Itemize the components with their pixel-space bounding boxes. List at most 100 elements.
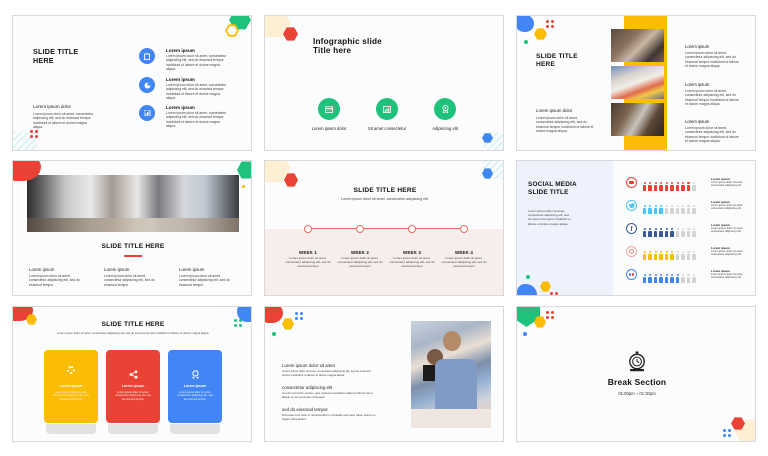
pie-chart-icon	[139, 77, 155, 93]
feature-card-2[interactable]: Lorem ipsum Lorem ipsum dolor sit amet, …	[106, 350, 160, 423]
stopwatch-icon	[627, 351, 647, 373]
slide-body: Lorem ipsum dolor sit amet, consectetur …	[536, 116, 594, 134]
social-row-instagram: Lorem ipsum Lorem ipsum dolor sit amet, …	[626, 246, 746, 260]
red-dots-decoration	[546, 311, 554, 319]
break-time: 01:00pm ~ 01:30pm	[618, 391, 656, 396]
person-icon	[681, 182, 686, 191]
slide-thumbnail-4[interactable]: SLIDE TITLE HERE Lorem ipsum Lorem ipsum…	[12, 160, 252, 296]
row-heading: Lorem ipsum	[711, 269, 730, 273]
blue-blob-decoration	[517, 16, 534, 32]
slide-subtitle: Lorem ipsum dolor	[536, 108, 573, 113]
card-text: Lorem ipsum dolor sit amet, consectetur …	[177, 391, 213, 401]
stripes-decoration	[483, 132, 503, 150]
item-heading: Lorem ipsum	[166, 105, 195, 110]
card-heading: Lorem ipsum	[59, 384, 83, 388]
column-text: Lorem ipsum dolor sit amet, consectetur …	[179, 274, 230, 287]
item-heading: Lorem ipsum	[166, 48, 195, 53]
timeline-line	[308, 228, 464, 230]
row-heading: Lorem ipsum	[711, 177, 730, 181]
person-icon	[686, 228, 691, 237]
yellow-hexagon-decoration	[282, 318, 294, 330]
slide-thumbnail-5[interactable]: SLIDE TITLE HERE Lorem ipsum dolor sit a…	[264, 160, 504, 296]
share-icon	[129, 366, 138, 379]
item-text: Lorem ipsum dolor sit amet, consectetur …	[685, 51, 739, 69]
slide-thumbnail-9[interactable]: Break Section 01:00pm ~ 01:30pm	[516, 306, 756, 442]
slide-thumbnail-8[interactable]: Lorem ipsum dolor sit amet Lorem ipsum d…	[264, 306, 504, 442]
red-hexagon-decoration	[731, 417, 745, 430]
person-icon	[664, 251, 669, 260]
column-heading: Lorem ipsum	[104, 267, 130, 272]
person-icon	[675, 251, 680, 260]
card-shadow	[170, 424, 220, 434]
social-row-youtube: Lorem ipsum Lorem ipsum dolor sit amet, …	[626, 177, 746, 191]
instagram-icon	[626, 246, 637, 257]
person-icon	[670, 274, 675, 283]
blue-dot-decoration	[523, 332, 527, 336]
person-icon	[648, 251, 653, 260]
column-text: Lorem ipsum dolor sit amet, consectetur …	[104, 274, 155, 287]
row-heading: Lorem ipsum	[711, 200, 730, 204]
person-icon	[659, 251, 664, 260]
person-icon	[643, 182, 647, 191]
slide-body: Lorem ipsum dolor sit amet, consectetur …	[528, 209, 571, 226]
social-row-facebook: f Lorem ipsum Lorem ipsum dolor sit amet…	[626, 223, 746, 237]
facebook-icon: f	[626, 223, 637, 234]
person-icon	[643, 274, 647, 283]
red-dots-decoration	[550, 292, 558, 295]
team-photo-2	[611, 66, 664, 99]
feature-card-3[interactable]: Lorem ipsum Lorem ipsum dolor sit amet, …	[168, 350, 222, 423]
blue-dots-decoration	[295, 312, 303, 320]
person-icon	[659, 274, 664, 283]
slide-title: SLIDE TITLE HERE	[101, 321, 165, 328]
timeline-node-1	[304, 224, 312, 233]
yellow-hexagon-decoration	[534, 316, 546, 328]
stripes-decoration	[483, 161, 503, 179]
week-label: WEEK 3	[402, 250, 422, 255]
person-icon	[653, 205, 658, 214]
person-icon	[653, 251, 658, 260]
people-bar	[643, 247, 698, 265]
person-icon	[692, 228, 697, 237]
green-dot-decoration	[524, 40, 528, 44]
yellow-hexagon-ring-decoration	[225, 24, 239, 37]
people-bar	[643, 178, 698, 196]
row-text: Lorem ipsum dolor sit amet, consectetur …	[711, 181, 744, 188]
yellow-hexagon-decoration	[540, 281, 551, 292]
yellow-hexagon-decoration	[26, 314, 37, 325]
yellow-dot-decoration	[242, 185, 245, 188]
card-heading: Lorem ipsum	[121, 384, 145, 388]
person-icon	[692, 205, 697, 214]
item-text: Lorem ipsum dolor sit amet, consectetur …	[166, 83, 227, 101]
person-icon	[648, 205, 653, 214]
green-dot-decoration	[526, 275, 530, 279]
person-icon	[675, 205, 680, 214]
feature-card-1[interactable]: Lorem ipsum Lorem ipsum dolor sit amet, …	[44, 350, 98, 423]
slide-thumbnail-7[interactable]: SLIDE TITLE HERE Lorem ipsum dolor sit a…	[12, 306, 252, 442]
red-blob-decoration	[265, 307, 283, 323]
column-heading: Lorem ipsum	[29, 267, 55, 272]
person-icon	[664, 205, 669, 214]
section-text: Lorem ipsum dolor sit amet, consectetur …	[282, 369, 371, 377]
row-text: Lorem ipsum dolor sit amet, consectetur …	[711, 250, 744, 257]
item-text: Lorem ipsum dolor sit amet, consectetur …	[685, 89, 739, 107]
card-text: Lorem ipsum dolor sit amet, consectetur …	[115, 391, 151, 401]
person-icon	[653, 228, 658, 237]
person-icon	[643, 251, 647, 260]
person-icon	[675, 274, 680, 283]
pink-bottom-band	[265, 229, 503, 295]
row-text: Lorem ipsum dolor sit amet, consectetur …	[711, 227, 744, 234]
slide-title: SLIDE TITLE HERE	[353, 187, 417, 194]
person-icon	[659, 182, 664, 191]
youtube-icon	[626, 177, 637, 188]
section-heading: consectetur adipiscing elit	[282, 385, 333, 390]
person-icon	[643, 205, 647, 214]
item-label: Sit amet consectetur	[367, 126, 407, 131]
item-label: Adipiscing elit	[432, 126, 458, 131]
